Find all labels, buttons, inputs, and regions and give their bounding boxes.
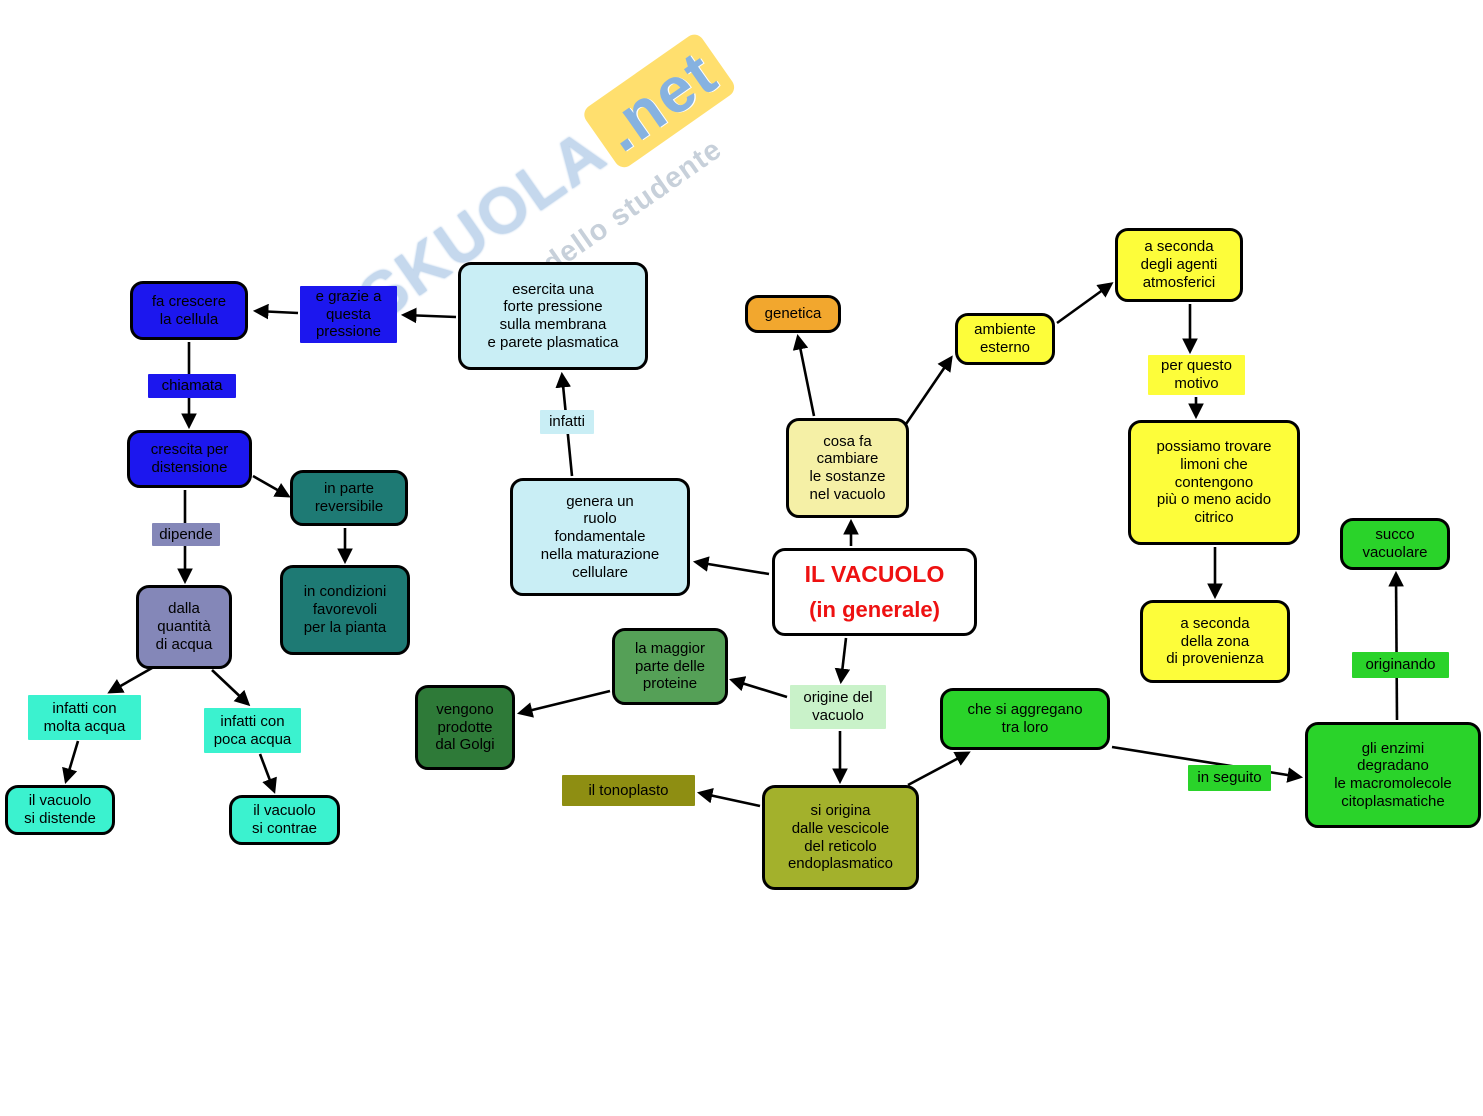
arrow-si-origina-to-tonoplasto — [696, 788, 761, 808]
arrow-cosa-fa-to-ambiente — [904, 355, 953, 425]
arrow-enzimi-to-succo — [1388, 570, 1404, 721]
node-genetica: genetica — [745, 295, 841, 333]
arrow-vacuolo-to-genera — [692, 556, 770, 576]
arrow-crescita-to-in-parte — [252, 474, 291, 498]
arrow-si-origina-to-aggregano — [907, 751, 971, 787]
node-il-vacuolo-si-contrae: il vacuolo si contrae — [229, 795, 340, 845]
node-si-origina-dalle-vescicole: si origina dalle vescicole del reticolo … — [762, 785, 919, 890]
node-vengono-prodotte-dal-golgi: vengono prodotte dal Golgi — [415, 685, 515, 770]
node-a-seconda-della-zona: a seconda della zona di provenienza — [1140, 600, 1290, 683]
arrow-quantita-to-poca-acqua — [211, 669, 251, 707]
node-infatti: infatti — [540, 410, 594, 434]
node-che-si-aggregano-tra-loro: che si aggregano tra loro — [940, 688, 1110, 750]
node-il-vacuolo-title: IL VACUOLO (in generale) — [772, 548, 977, 636]
node-ambiente-esterno: ambiente esterno — [955, 313, 1055, 365]
node-a-seconda-agenti-atmosferici: a seconda degli agenti atmosferici — [1115, 228, 1243, 302]
node-chiamata: chiamata — [148, 374, 236, 398]
node-in-condizioni-favorevoli: in condizioni favorevoli per la pianta — [280, 565, 410, 655]
arrow-origine-to-proteine — [729, 676, 788, 699]
node-in-parte-reversibile: in parte reversibile — [290, 470, 408, 526]
arrow-molta-to-distende — [62, 740, 80, 784]
arrow-esercita-to-e-grazie — [400, 307, 457, 324]
arrow-ambiente-to-agenti — [1056, 282, 1114, 325]
node-dipende: dipende — [152, 523, 220, 546]
node-infatti-con-molta-acqua: infatti con molta acqua — [28, 695, 141, 740]
node-la-maggior-parte-proteine: la maggior parte delle proteine — [612, 628, 728, 705]
node-genera-ruolo-fondamentale: genera un ruolo fondamentale nella matur… — [510, 478, 690, 596]
node-possiamo-trovare-limoni: possiamo trovare limoni che contengono p… — [1128, 420, 1300, 545]
node-succo-vacuolare: succo vacuolare — [1340, 518, 1450, 570]
node-infatti-con-poca-acqua: infatti con poca acqua — [204, 708, 301, 753]
node-il-vacuolo-si-distende: il vacuolo si distende — [5, 785, 115, 835]
vacuolo-title-text: IL VACUOLO — [804, 561, 945, 588]
arrow-e-grazie-to-fa-crescere — [252, 303, 299, 320]
vacuolo-subtitle-text: (in generale) — [809, 596, 940, 622]
node-origine-del-vacuolo: origine del vacuolo — [790, 685, 886, 729]
node-esercita-forte-pressione: esercita una forte pressione sulla membr… — [458, 262, 648, 370]
node-per-questo-motivo: per questo motivo — [1148, 355, 1245, 395]
node-il-tonoplasto: il tonoplasto — [562, 775, 695, 806]
node-cosa-fa-cambiare-sostanze: cosa fa cambiare le sostanze nel vacuolo — [786, 418, 909, 518]
arrow-cosa-fa-to-genetica — [792, 333, 816, 417]
node-dalla-quantita-di-acqua: dalla quantità di acqua — [136, 585, 232, 669]
node-gli-enzimi-degradano: gli enzimi degradano le macromolecole ci… — [1305, 722, 1481, 828]
node-fa-crescere-la-cellula: fa crescere la cellula — [130, 281, 248, 340]
arrow-proteine-to-golgi — [516, 689, 611, 718]
node-originando: originando — [1352, 652, 1449, 678]
node-crescita-per-distensione: crescita per distensione — [127, 430, 252, 488]
arrow-quantita-to-molta-acqua — [107, 666, 153, 694]
arrow-vacuolo-to-origine — [834, 637, 851, 685]
arrow-poca-to-contrae — [258, 753, 277, 794]
node-e-grazie-a-questa-pressione: e grazie a questa pressione — [300, 286, 397, 343]
node-in-seguito: in seguito — [1188, 765, 1271, 791]
